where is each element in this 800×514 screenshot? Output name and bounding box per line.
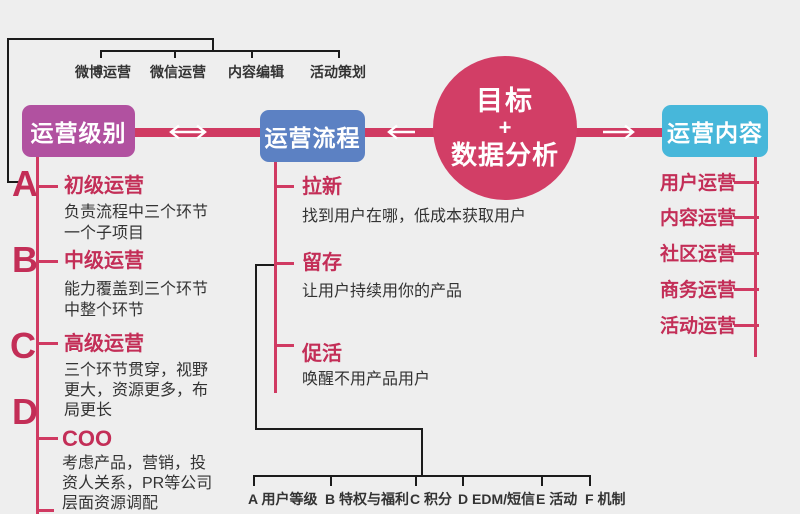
connector-bottom-bracket (253, 475, 591, 477)
content-item-business: 商务运营 (659, 280, 736, 301)
content-branch-tick (734, 288, 759, 291)
content-item-content: 内容运营 (659, 208, 736, 229)
connector-left-vertical (7, 38, 9, 183)
level-desc-junior: 负责流程中三个环节 一个子项目 (64, 204, 209, 242)
process-step-activation-desc: 唤醒不用产品用户 (302, 371, 431, 388)
content-branch-tick (734, 324, 759, 327)
level-letter-a: A (12, 163, 38, 204)
top-branch-item-weibo: 微博运营 (75, 64, 131, 80)
goal-line2: + (498, 115, 512, 141)
goal-line1: 目标 (476, 86, 534, 117)
goal-line3: 数据分析 (450, 139, 559, 170)
bracket-tick (415, 475, 417, 486)
level-branch-line (36, 155, 39, 514)
level-title-coo: COO (62, 426, 113, 451)
connector-top-horizontal (7, 38, 214, 40)
process-step-retention: 留存 (302, 252, 342, 274)
tool-item-points: C 积分 (410, 491, 452, 507)
level-letter-d: D (12, 391, 38, 432)
connector-retention-vertical (255, 264, 257, 430)
double-headed-arrow-icon (169, 124, 207, 140)
level-desc-middle: 能力覆盖到三个环节 中整个环节 (64, 281, 209, 319)
content-branch-tick (734, 252, 759, 255)
level-branch-tick (36, 260, 58, 263)
level-letter-c: C (10, 325, 36, 366)
connector-left-foot (7, 181, 19, 183)
bracket-tick (330, 475, 332, 486)
level-desc-coo: 考虑产品，营销，投 资人关系，PR等公司 层面资源调配 (62, 455, 213, 512)
content-item-activity: 活动运营 (659, 316, 736, 337)
level-branch-tick (36, 342, 58, 345)
connector-bottom-horizontal (255, 428, 423, 430)
content-branch-line (754, 155, 757, 357)
tool-item-user-level: A 用户等级 (248, 491, 318, 507)
process-step-retention-desc: 让用户持续用你的产品 (302, 283, 463, 300)
content-item-user: 用户运营 (659, 173, 736, 194)
top-branch-item-editing: 内容编辑 (228, 64, 284, 80)
bracket-tick (174, 50, 176, 58)
node-operation-level: 运营级别 (22, 105, 135, 157)
tool-item-activity: E 活动 (536, 491, 578, 507)
level-letter-b: B (12, 239, 38, 280)
left-arrow-icon (387, 124, 415, 140)
level-branch-tick (36, 437, 58, 440)
connector-retention-link (255, 264, 276, 266)
tool-item-privilege: B 特权与福利 (325, 491, 409, 507)
level-title-middle: 中级运营 (64, 250, 144, 272)
top-branch-item-planning: 活动策划 (310, 64, 366, 80)
process-step-activation: 促活 (302, 343, 342, 365)
level-desc-senior: 三个环节贯穿，视野 更大，资源更多，布 局更长 (64, 362, 209, 419)
process-branch-tick (274, 185, 294, 188)
process-branch-tick (274, 344, 294, 347)
content-item-community: 社区运营 (659, 244, 736, 265)
level-branch-tick (36, 185, 58, 188)
connector-top-bracket (100, 50, 340, 52)
bracket-tick (462, 475, 464, 486)
level-title-senior: 高级运营 (64, 333, 144, 355)
node-operation-process: 运营流程 (260, 110, 365, 162)
content-branch-tick (734, 216, 759, 219)
tool-item-mechanism: F 机制 (585, 491, 626, 507)
right-arrow-icon (603, 124, 635, 140)
node-operation-level-label: 运营级别 (30, 120, 127, 146)
process-branch-tick (274, 262, 294, 265)
node-operation-content: 运营内容 (662, 105, 768, 157)
connector-top-feeder (212, 38, 214, 52)
node-operation-content-label: 运营内容 (667, 120, 763, 146)
level-branch-tick (36, 509, 54, 512)
process-step-acquisition: 拉新 (302, 176, 342, 198)
bracket-tick (589, 475, 591, 486)
content-branch-tick (734, 181, 759, 184)
bracket-tick (338, 50, 340, 58)
node-operation-process-label: 运营流程 (264, 125, 361, 151)
bracket-tick (541, 475, 543, 486)
bracket-tick (253, 475, 255, 486)
top-branch-item-wechat: 微信运营 (150, 64, 206, 80)
process-step-acquisition-desc: 找到用户在哪，低成本获取用户 (302, 208, 527, 225)
bracket-tick (100, 50, 102, 58)
connector-bottom-feeder (421, 428, 423, 477)
goal-data-analysis-circle: 目标 + 数据分析 (433, 56, 577, 200)
tool-item-edm-sms: D EDM/短信 (458, 491, 535, 507)
level-title-junior: 初级运营 (64, 175, 144, 197)
bracket-tick (251, 50, 253, 58)
process-branch-line (274, 162, 277, 393)
